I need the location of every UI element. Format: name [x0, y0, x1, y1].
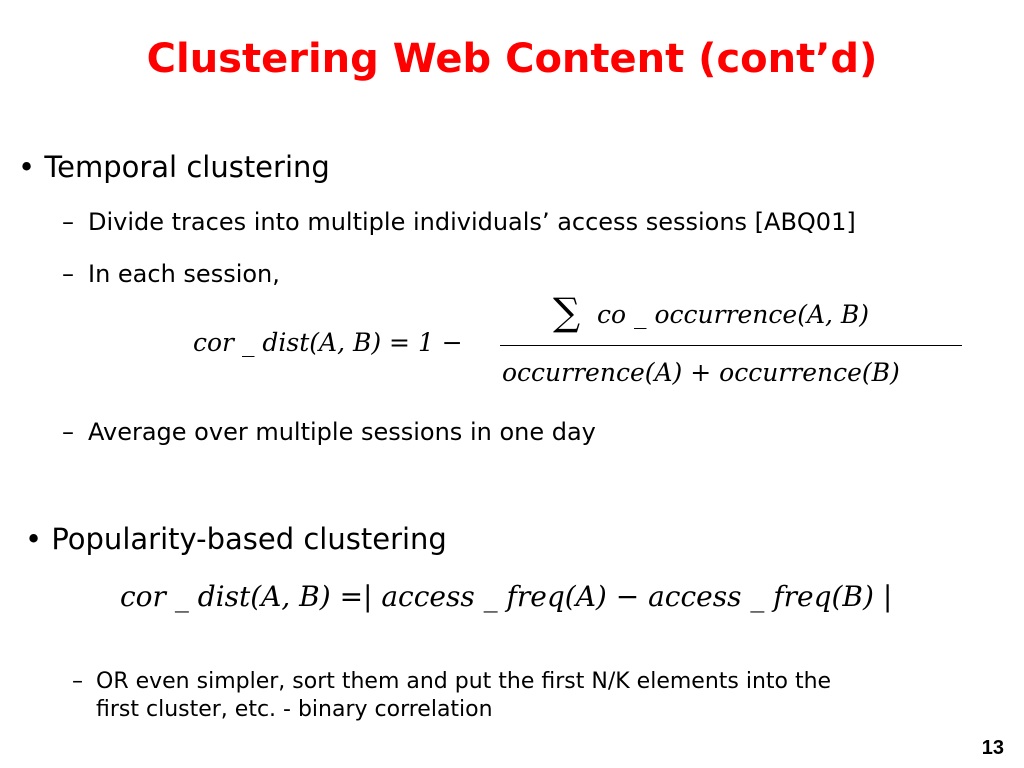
- slide-title: Clustering Web Content (cont’d): [146, 36, 878, 82]
- formula1-denominator: occurrence(A) + occurrence(B): [502, 358, 900, 387]
- slide-number: 13: [981, 737, 1004, 759]
- sub-item-each-session: –In each session,: [62, 260, 280, 288]
- bullet-label: Popularity-based clustering: [51, 522, 447, 556]
- sub-item-label: In each session,: [88, 260, 280, 288]
- note-line-1: OR even simpler, sort them and put the f…: [96, 669, 832, 694]
- sub-item-average: –Average over multiple sessions in one d…: [62, 418, 596, 446]
- formula1-numerator: co _ occurrence(A, B): [597, 300, 870, 329]
- dash-marker: –: [62, 418, 74, 446]
- bullet-temporal: • Temporal clustering: [18, 150, 330, 184]
- formula1-lhs: cor _ dist(A, B) = 1 −: [193, 328, 463, 357]
- sub-item-label: Average over multiple sessions in one da…: [88, 418, 596, 446]
- bullet-popularity: • Popularity-based clustering: [25, 522, 447, 556]
- formula1-sigma: ∑: [553, 290, 581, 334]
- formula1-fraction-line: [500, 345, 962, 346]
- sub-item-divide-traces: –Divide traces into multiple individuals…: [62, 208, 856, 236]
- formula2: cor _ dist(A, B) =| access _ freq(A) − a…: [120, 580, 893, 613]
- bullet-marker: •: [18, 150, 36, 184]
- sub-item-label: Divide traces into multiple individuals’…: [88, 208, 856, 236]
- note-text: OR even simpler, sort them and put the f…: [96, 668, 831, 724]
- bullet-marker: •: [25, 522, 43, 556]
- dash-marker: –: [62, 208, 74, 236]
- bullet-label: Temporal clustering: [44, 150, 330, 184]
- dash-marker: –: [62, 260, 74, 288]
- note-line-2: first cluster, etc. - binary correlation: [96, 697, 493, 722]
- note-dash: –: [72, 669, 83, 694]
